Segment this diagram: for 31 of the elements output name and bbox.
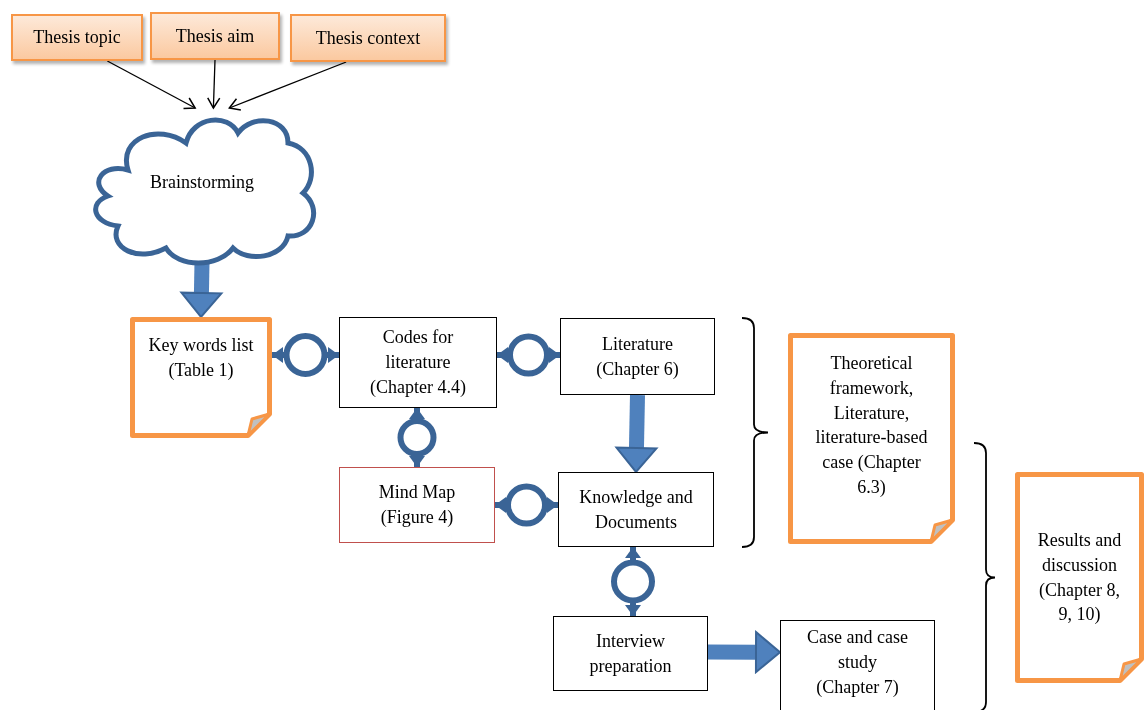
cycle-arrow [269,333,342,377]
node-label: Thesis topic [33,26,121,50]
topic-box [150,12,280,60]
document-shape [1015,472,1144,683]
node-label: Knowledge and Documents [578,485,694,534]
node-label: Theoretical framework, Literature, literature-based case (Chapter 6.3) [814,352,929,500]
process-box [780,620,935,710]
node-label: Key words list (Table 1) [147,334,255,382]
topic-box [290,14,446,62]
block-arrow [707,631,781,674]
document-shape [788,333,955,544]
arrow [207,59,221,109]
node-label: Thesis context [315,26,421,50]
node-label: Thesis aim [175,24,255,48]
process-box [339,467,495,543]
node-label: Brainstorming [150,171,254,194]
node-label: Codes for literature (Chapter 4.4) [369,326,467,399]
process-box [560,318,715,395]
process-box [339,317,497,408]
document-shape [130,317,272,438]
topic-box [11,14,143,61]
arrow [106,60,196,110]
process-box [553,616,708,691]
process-box [558,472,714,547]
node-label: Results and discussion (Chapter 8, 9, 10) [1036,528,1123,627]
node-label: Mind Map (Figure 4) [377,481,457,529]
node-label: Interview preparation [588,629,673,678]
block-arrow [615,394,658,473]
node-label: Case and case study (Chapter 7) [806,626,909,699]
arrow [228,61,347,111]
node-label: Literature (Chapter 6) [595,332,680,381]
